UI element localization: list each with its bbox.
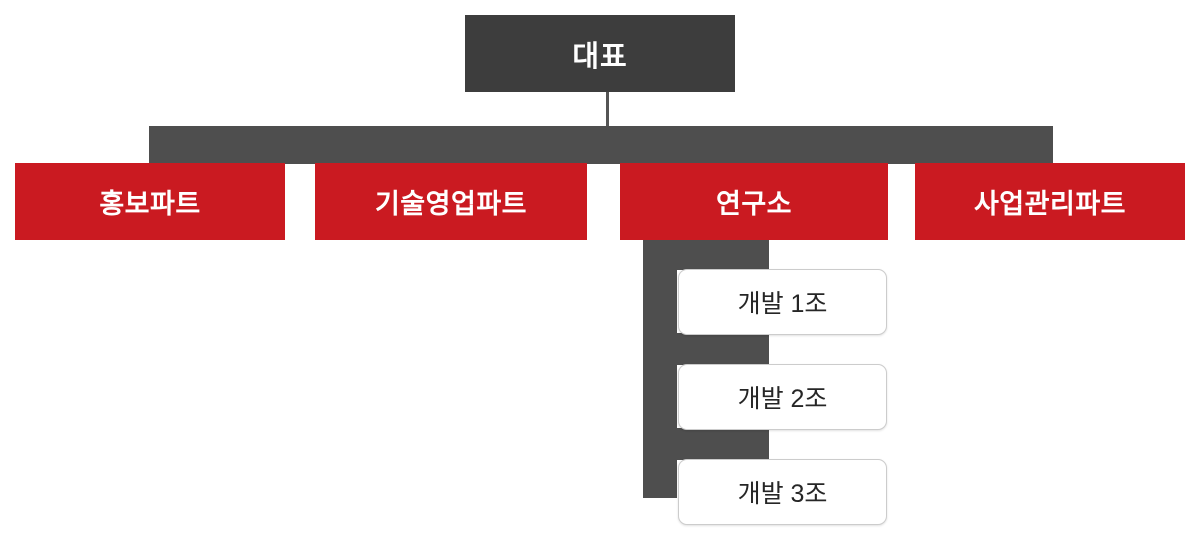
connector-arm-team-2 [643,333,769,365]
org-node-team-2[interactable]: 개발 3조 [678,459,887,525]
org-node-team-0-label: 개발 1조 [737,290,828,318]
org-node-department-0-label: 홍보파트 [99,189,201,219]
org-node-root-label: 대표 [572,40,628,73]
connector-arm-team-1 [643,238,769,270]
org-node-department-3-label: 사업관리파트 [973,189,1127,219]
org-node-root[interactable]: 대표 [465,15,735,92]
org-node-team-1[interactable]: 개발 2조 [678,364,887,430]
connector-department-bus [149,126,1053,164]
org-node-team-1-label: 개발 2조 [737,385,828,413]
org-node-department-2[interactable]: 연구소 [620,163,888,240]
org-node-department-1-label: 기술영업파트 [374,189,528,219]
org-node-team-2-label: 개발 3조 [737,480,828,508]
org-node-team-0[interactable]: 개발 1조 [678,269,887,335]
org-node-department-1[interactable]: 기술영업파트 [315,163,587,240]
org-node-department-2-label: 연구소 [715,189,793,219]
connector-root-to-bus [606,92,609,132]
connector-arm-team-3 [643,428,769,460]
org-node-department-3[interactable]: 사업관리파트 [915,163,1185,240]
org-node-department-0[interactable]: 홍보파트 [15,163,285,240]
